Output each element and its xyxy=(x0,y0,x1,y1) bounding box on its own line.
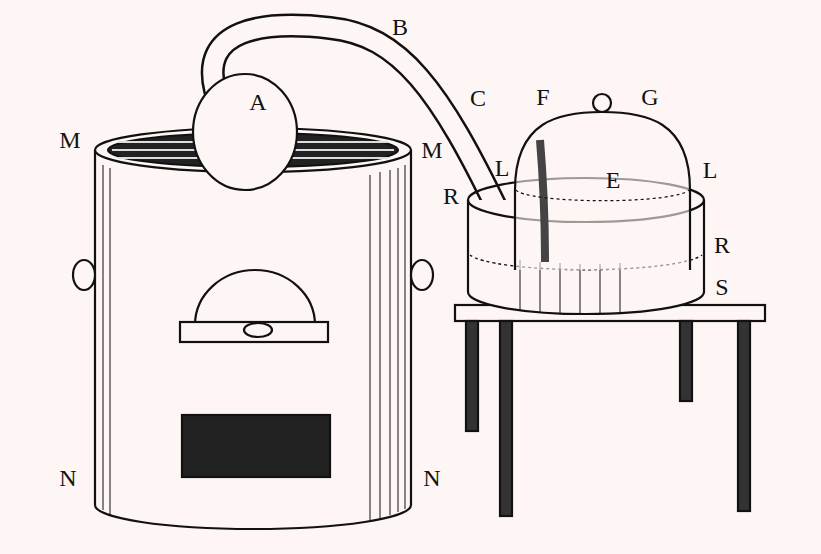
part-letter: L xyxy=(703,158,718,182)
handle xyxy=(411,260,433,290)
jar-level xyxy=(516,190,689,201)
part-letter: N xyxy=(423,466,440,490)
part-letter: A xyxy=(249,90,266,114)
part-letter: F xyxy=(536,85,549,109)
furnace-shading xyxy=(103,165,405,520)
part-letter: S xyxy=(715,275,728,299)
bell-jar xyxy=(515,112,690,270)
part-letter: E xyxy=(606,168,621,192)
part-letter: M xyxy=(59,128,80,152)
part-letter: G xyxy=(641,85,658,109)
handle xyxy=(73,260,95,290)
retort-bulb xyxy=(193,74,297,190)
part-letter: C xyxy=(470,86,486,110)
ledge-knob xyxy=(244,323,272,337)
jar-knob xyxy=(593,94,611,112)
ash-opening xyxy=(182,415,330,477)
part-letter: L xyxy=(495,156,510,180)
part-letter: R xyxy=(443,184,459,208)
part-letter: N xyxy=(59,466,76,490)
furnace xyxy=(95,150,411,529)
jar-shade xyxy=(540,140,545,262)
furnace-dome xyxy=(195,270,315,325)
part-letter: B xyxy=(392,15,408,39)
part-letter: R xyxy=(714,233,730,257)
table-legs xyxy=(466,321,750,516)
furnace-ledge xyxy=(180,322,328,342)
part-letter: M xyxy=(421,138,442,162)
